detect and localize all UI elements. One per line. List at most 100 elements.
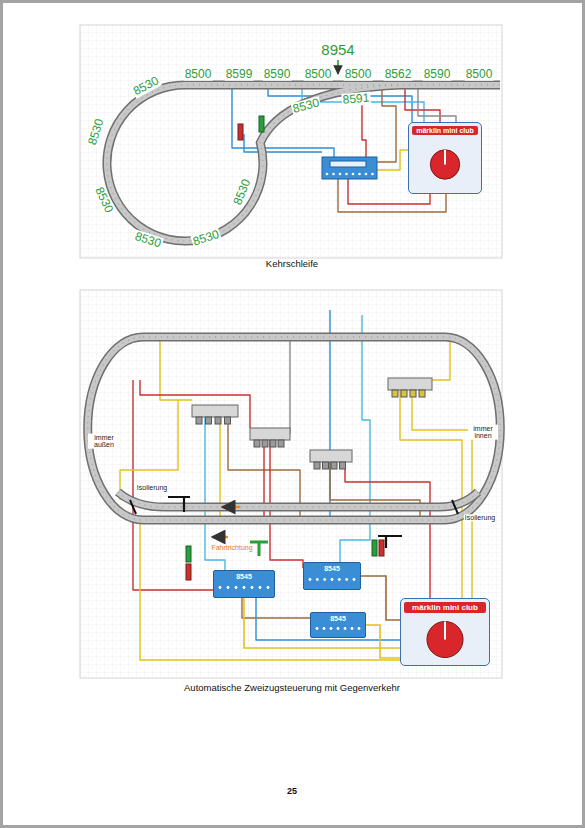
track-number: 8530 [132, 230, 163, 251]
relay-terminal [316, 578, 319, 581]
distributor-plug [419, 390, 425, 397]
track-number: 8530 [130, 74, 161, 99]
distributor-plate [388, 378, 432, 390]
relay-unit: 8545 [303, 562, 361, 590]
transformer: märklin mini club [400, 598, 490, 666]
spacer [160, 497, 190, 498]
track-number: 8530 [86, 116, 107, 147]
signal-red [238, 124, 243, 140]
distributor-plug [410, 390, 416, 397]
track-number: 8500 [344, 68, 373, 81]
isolation-mark [130, 500, 136, 514]
relay-unit: 8545 [213, 570, 275, 598]
isolation-mark [452, 500, 458, 514]
figure-caption: Automatische Zweizugsteuerung mit Gegenv… [184, 683, 400, 693]
wire [120, 400, 178, 500]
wire [405, 88, 440, 122]
track-label: 8954 [320, 42, 355, 58]
relay-box [322, 157, 377, 179]
track-number: 8599 [225, 68, 254, 81]
distributor-plug [206, 417, 212, 424]
track-number: 8530 [92, 184, 116, 215]
speed-dial [430, 150, 459, 179]
relay-terminal [251, 586, 254, 589]
part-number: 8545 [311, 613, 365, 622]
dial-pointer [444, 621, 446, 639]
relay-terminal [358, 627, 361, 630]
part-number: 8545 [304, 563, 360, 572]
relay-terminal [235, 586, 238, 589]
relay-terminal [219, 586, 222, 589]
part-number: 8545 [214, 571, 274, 580]
relay-terminal [344, 627, 347, 630]
relay-terminal [345, 578, 348, 581]
note: Fahrtrichtung [210, 544, 253, 551]
relay-terminal [267, 586, 270, 589]
contact-green [372, 540, 377, 556]
track-rail [88, 337, 501, 520]
signal-arm [168, 497, 190, 512]
wire [256, 598, 420, 666]
figure-caption: Kehrschleife [266, 259, 318, 269]
wire-connector [361, 576, 400, 620]
track-bed [88, 337, 501, 520]
distributor-plug [278, 440, 284, 447]
track-number: 8590 [263, 68, 292, 81]
wire-connector [366, 625, 400, 658]
track-number: 8530 [291, 96, 322, 116]
distributor-plug [196, 417, 202, 424]
dial-pointer [444, 150, 446, 165]
pointer-arrow [337, 60, 339, 74]
track-bed [107, 85, 500, 241]
track-number: 8530 [231, 176, 253, 207]
relay-terminal [243, 586, 246, 589]
wire [430, 335, 450, 380]
direction-arrow [212, 536, 228, 539]
relay-terminal [332, 173, 335, 176]
wire [418, 88, 456, 122]
brand-label: märklin mini club [412, 126, 478, 135]
relay-terminal [352, 173, 355, 176]
distributor-plug [331, 462, 337, 469]
distributor-plate [310, 450, 352, 462]
relay-window [330, 161, 366, 167]
relay-terminal [259, 586, 262, 589]
wire [232, 88, 334, 157]
wire [340, 315, 370, 562]
track-number: 8500 [184, 68, 213, 81]
unit-face [410, 137, 480, 192]
contact-red [186, 564, 191, 580]
signal-green [259, 116, 264, 132]
contact-red [379, 540, 384, 556]
grid-panel [80, 25, 502, 258]
track-number: 8530 [190, 228, 221, 249]
wire [140, 380, 250, 428]
wire [242, 598, 310, 618]
wire [160, 335, 192, 400]
relay-terminal [351, 627, 354, 630]
track-sleepers [107, 85, 500, 241]
relay-terminal [365, 173, 368, 176]
distributor-plug [270, 440, 276, 447]
wire [289, 335, 290, 434]
relay-terminal [330, 627, 333, 630]
track-number: 8500 [465, 68, 494, 81]
contact-green [186, 546, 191, 562]
distributor-plug [254, 440, 260, 447]
relay-unit: 8545 [310, 612, 366, 638]
relay-terminal [323, 578, 326, 581]
unit-face [312, 624, 364, 633]
unit-face [215, 582, 273, 593]
wire [400, 390, 462, 598]
relay-terminal [227, 586, 230, 589]
relay-terminal [337, 627, 340, 630]
distributor-plug [401, 390, 407, 397]
distributor-plug [392, 390, 398, 397]
track-number: 8500 [304, 68, 333, 81]
unit-face [305, 574, 359, 585]
track-number: 8590 [423, 68, 452, 81]
track-sleepers [88, 337, 501, 520]
track-sleepers [118, 492, 478, 507]
